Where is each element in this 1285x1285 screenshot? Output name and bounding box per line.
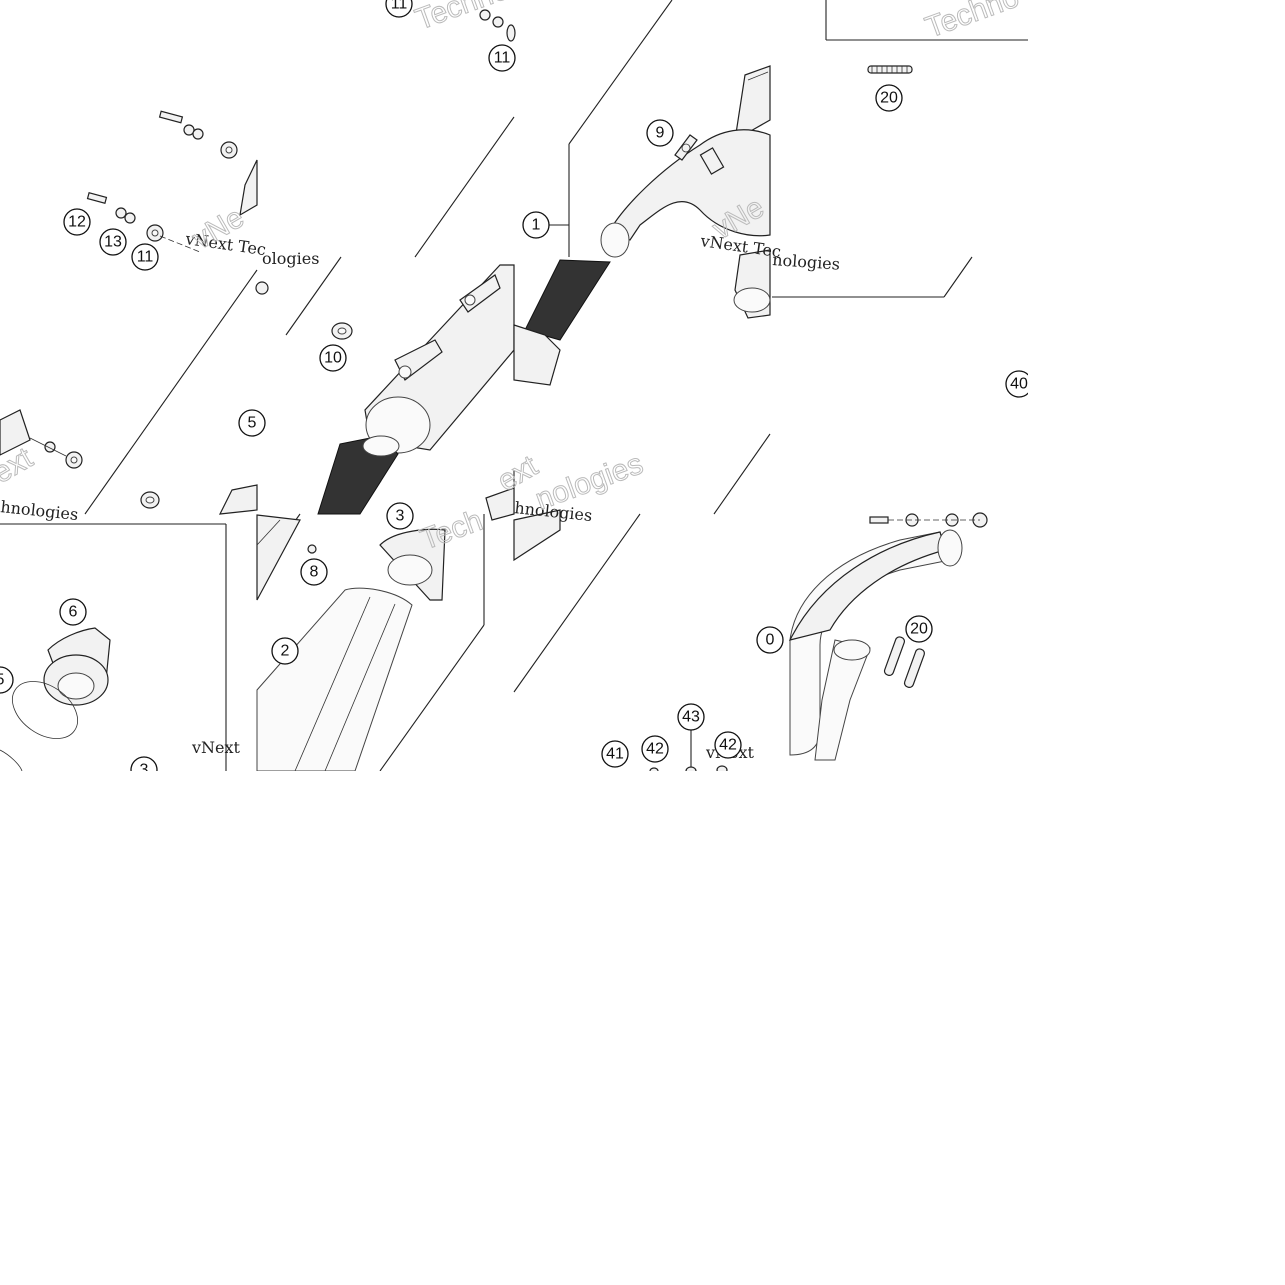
- callout-13: 13: [99, 228, 127, 256]
- callout-label: 20: [910, 621, 928, 638]
- callout-label: 0: [766, 632, 775, 649]
- callout-5: 5: [238, 409, 266, 437]
- callout-42: 42: [641, 735, 669, 763]
- blank-area: [772, 297, 1028, 372]
- watermark-text: hnologies: [0, 497, 79, 524]
- part-grommet-10: [331, 322, 353, 340]
- callout-label: 8: [310, 564, 319, 581]
- callout-label: 5: [248, 415, 257, 432]
- part-header-pipe-bottom: [788, 512, 988, 761]
- callout-5: 5: [0, 666, 14, 694]
- callout-label: 5: [0, 672, 5, 689]
- part-pipe-fragment: [485, 487, 561, 562]
- part-silencer-body: [364, 264, 515, 454]
- callout-label: 40: [1010, 376, 1028, 393]
- callout-label: 11: [494, 50, 511, 67]
- callout-label: 9: [656, 125, 665, 142]
- watermark-text: ologies: [262, 249, 319, 268]
- watermark-text: vNext: [191, 738, 241, 757]
- watermark-text: Techno: [921, 0, 1023, 45]
- callout-label: 2: [281, 643, 290, 660]
- callout-43: 43: [677, 703, 705, 731]
- callout-label: 3: [396, 508, 405, 525]
- callout-11: 11: [385, 0, 413, 18]
- callout-11: 11: [488, 44, 516, 72]
- callout-2: 2: [271, 637, 299, 665]
- watermark-text: Tech: [416, 504, 487, 557]
- callout-label: 6: [69, 604, 78, 621]
- part-spring-20-top: [867, 65, 913, 74]
- callout-label: 1: [532, 217, 541, 234]
- callout-40: 40: [1005, 370, 1033, 398]
- callout-label: 42: [646, 741, 664, 758]
- callout-12: 12: [63, 208, 91, 236]
- part-springs-20-bottom: [883, 636, 926, 688]
- part-perforated-tube-left: [317, 435, 400, 515]
- watermark-text: nologies: [772, 250, 841, 274]
- blank-area: [1028, 0, 1285, 771]
- part-end-cap-top: [734, 65, 771, 142]
- callout-label: 10: [324, 350, 342, 367]
- part-end-cap-6: [0, 627, 111, 772]
- part-perforated-tube-right: [513, 259, 611, 386]
- callout-label: 3: [140, 762, 149, 779]
- callout-1: 1: [522, 211, 550, 239]
- callout-41: 41: [601, 740, 629, 768]
- part-muffler-bottom-right: [733, 249, 771, 319]
- callout-partial: 0: [756, 626, 784, 654]
- callout-label: 42: [719, 737, 737, 754]
- callout-label: 20: [880, 90, 898, 107]
- part-bolts-top-left: [86, 110, 258, 253]
- frame-lines: [0, 0, 1028, 772]
- part-cap-3: [379, 528, 446, 601]
- blank-area: [0, 771, 1285, 1285]
- part-left-bracket: [0, 281, 269, 515]
- part-screw-8: [307, 544, 317, 554]
- callout-label: 43: [682, 709, 700, 726]
- callout-6: 6: [59, 598, 87, 626]
- part-small-bolts-11: [479, 9, 516, 42]
- callout-20: 20: [875, 84, 903, 112]
- callout-9: 9: [646, 119, 674, 147]
- callout-label: 11: [137, 249, 154, 266]
- callout-20: 20: [905, 615, 933, 643]
- part-clamp-9: [674, 134, 698, 161]
- callout-label: 11: [391, 0, 408, 13]
- callout-3: 3: [386, 502, 414, 530]
- callout-label: 41: [606, 746, 624, 763]
- callout-42: 42: [714, 731, 742, 759]
- part-header-pipe-top: [600, 129, 771, 258]
- callout-10: 10: [319, 344, 347, 372]
- callout-11: 11: [131, 243, 159, 271]
- callout-8: 8: [300, 558, 328, 586]
- callout-label: 12: [68, 214, 86, 231]
- callout-label: 13: [104, 234, 122, 251]
